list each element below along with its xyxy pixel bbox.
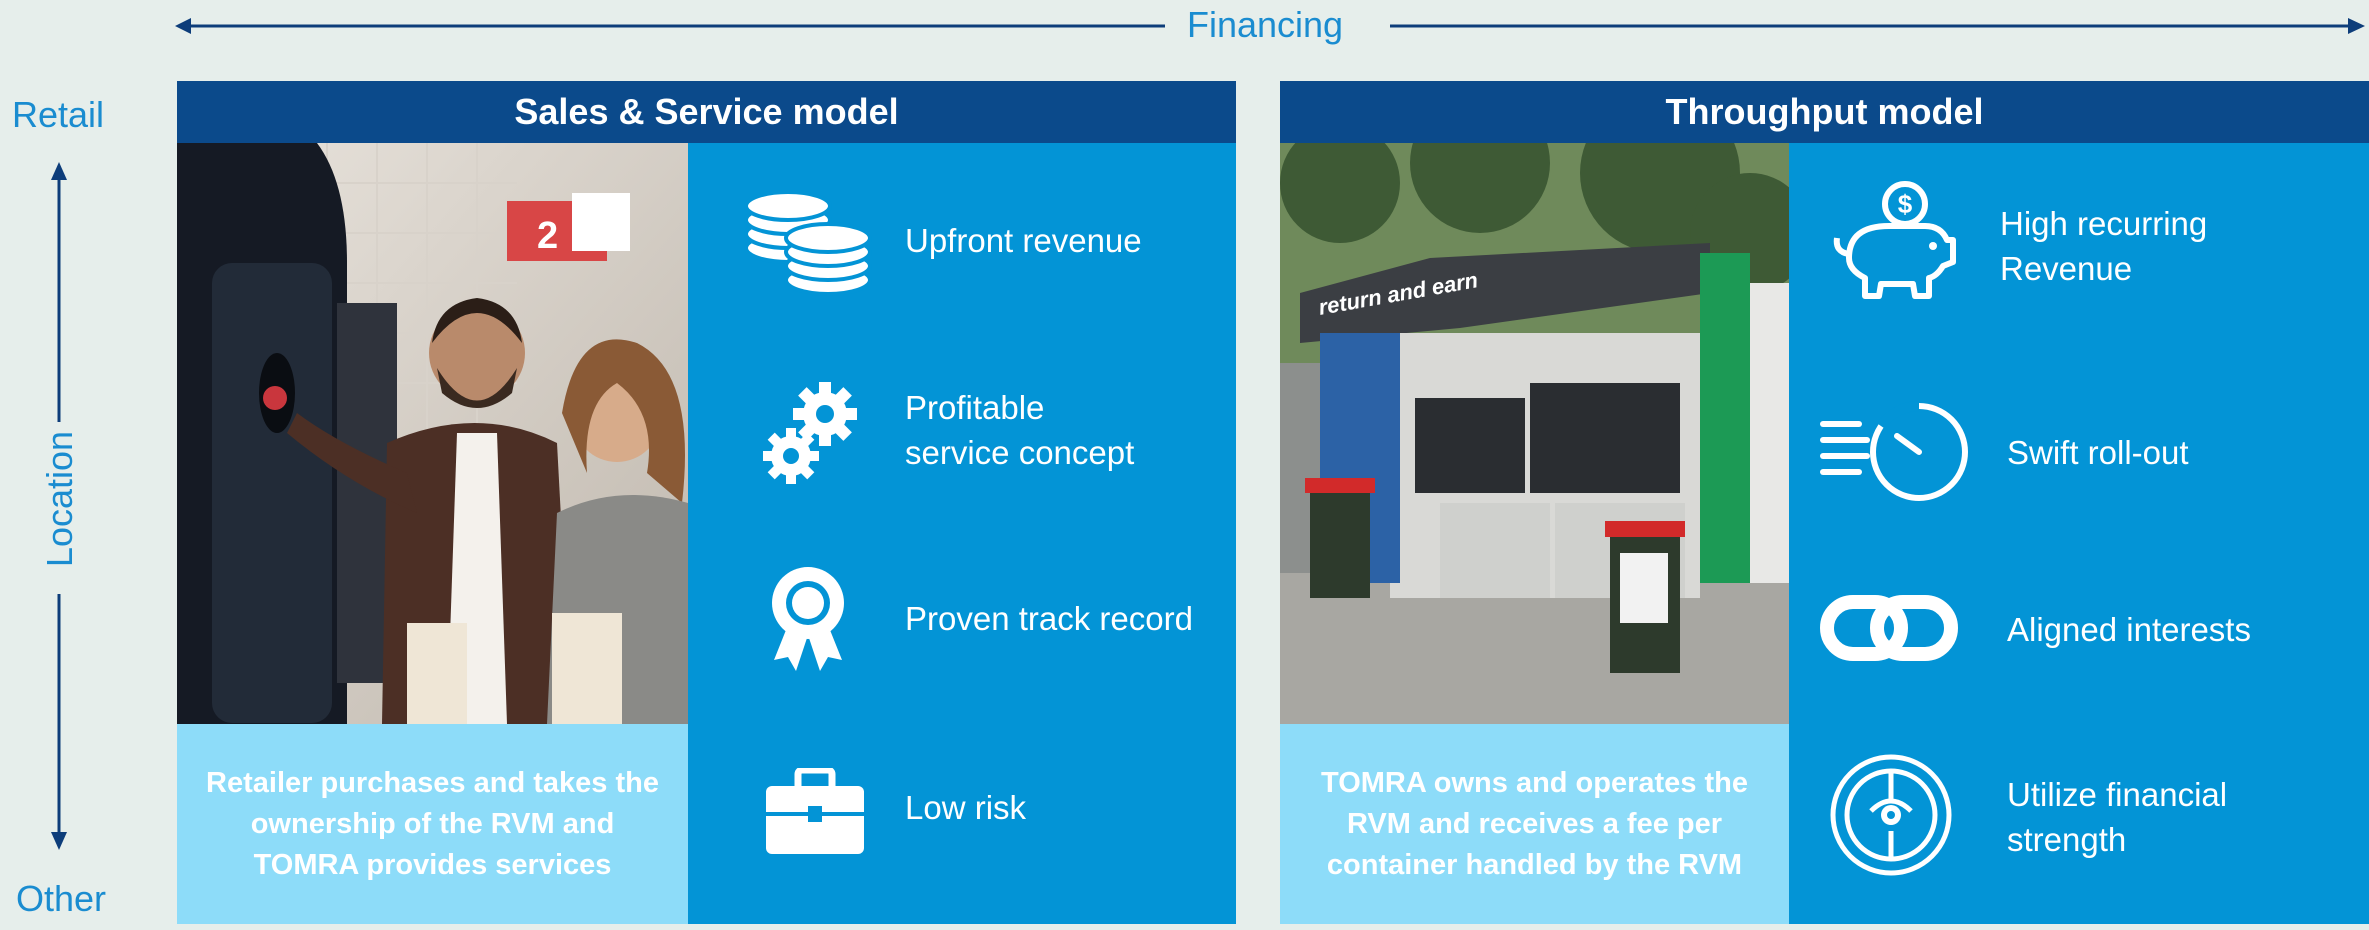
coins-icon: [743, 188, 873, 298]
throughput-features: $ High recurring Revenue Swift roll-out: [1789, 143, 2369, 924]
sales-service-header: Sales & Service model: [177, 81, 1236, 143]
retail-label: Retail: [12, 94, 105, 135]
retail-rvm-photo: 2: [177, 143, 688, 724]
piggy-bank-icon: $: [1829, 178, 1959, 303]
feature-label-upfront-revenue: Upfront revenue: [905, 222, 1142, 259]
compass-icon: [1829, 753, 1953, 877]
feature-label-utilize-financial: Utilize financial strength: [2007, 776, 2228, 858]
fast-timer-icon: [1819, 398, 1979, 508]
financing-label: Financing: [1186, 4, 1344, 45]
location-arrow-down: [51, 594, 67, 850]
location-arrow-up: [51, 162, 67, 422]
feature-label-low-risk: Low risk: [905, 789, 1027, 826]
throughput-description: TOMRA owns and operates the RVM and rece…: [1280, 724, 1789, 924]
other-label: Other: [16, 878, 107, 919]
feature-label-high-recurring: High recurring Revenue: [2000, 205, 2208, 287]
svg-text:$: $: [1898, 189, 1913, 219]
financing-arrow-right: [1390, 18, 2365, 34]
chain-link-icon: [1819, 588, 1959, 668]
svg-text:2: 2: [537, 215, 558, 257]
briefcase-icon: [764, 768, 866, 858]
feature-label-profitable-service: Profitable service concept: [905, 389, 1135, 471]
feature-label-swift-rollout: Swift roll-out: [2007, 434, 2189, 471]
location-label: Location: [39, 430, 80, 568]
feature-label-proven-track-record: Proven track record: [905, 600, 1193, 637]
gears-icon: [763, 376, 863, 486]
sales-service-description: Retailer purchases and takes the ownersh…: [177, 724, 688, 924]
kiosk-photo-illustration: return and earn: [1280, 143, 1789, 724]
throughput-header: Throughput model: [1280, 81, 2369, 143]
sales-service-features: Upfront revenue: [688, 143, 1236, 924]
kiosk-rvm-photo: return and earn: [1280, 143, 1789, 724]
financing-arrow-left: [175, 18, 1165, 34]
financing-axis: Financing: [0, 0, 2369, 50]
feature-label-aligned-interests: Aligned interests: [2007, 611, 2251, 648]
retail-photo-illustration: 2: [177, 143, 688, 724]
award-ribbon-icon: [768, 565, 848, 675]
